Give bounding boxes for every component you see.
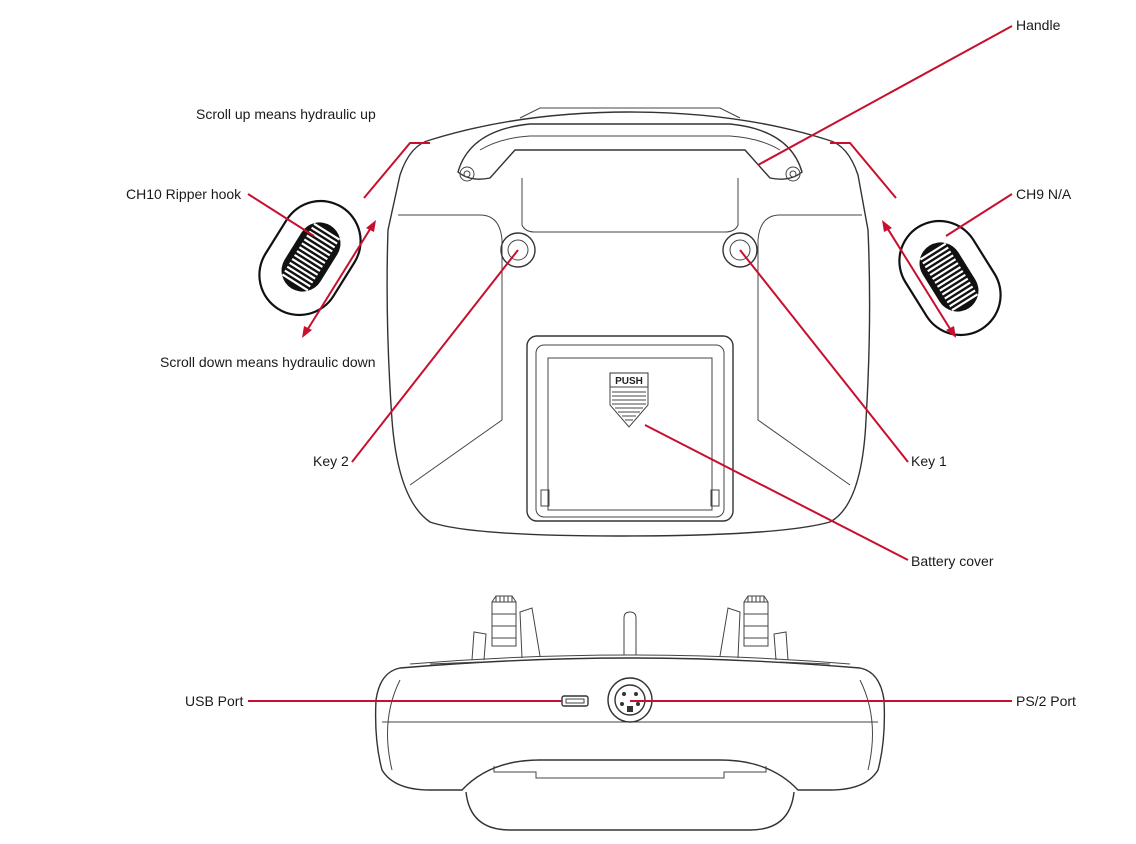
usb-port[interactable] [561, 695, 589, 707]
label-usb-port: USB Port [185, 693, 243, 709]
label-ch9: CH9 N/A [1016, 186, 1072, 202]
leader-key1 [739, 249, 909, 463]
label-key1: Key 1 [911, 453, 947, 469]
transmitter-back-view: PUSH [386, 107, 871, 537]
label-ch10: CH10 Ripper hook [126, 186, 242, 202]
label-key2: Key 2 [313, 453, 349, 469]
leader-handle [757, 25, 1013, 166]
leader-scroll-up [363, 142, 430, 199]
leader-right-top [830, 142, 897, 199]
scroll-direction-arrow-right [882, 220, 956, 338]
label-ps2-port: PS/2 Port [1016, 693, 1076, 709]
scroll-direction-arrow-left [302, 220, 376, 338]
label-scroll-down: Scroll down means hydraulic down [160, 354, 376, 370]
battery-cover[interactable]: PUSH [526, 335, 734, 522]
key-1[interactable] [722, 232, 758, 268]
transmitter-front-view [374, 595, 886, 831]
leader-ch10 [247, 193, 315, 237]
leader-ch9 [945, 193, 1013, 237]
ch10-scroll-wheel[interactable] [244, 186, 375, 330]
left-grip-contour [398, 214, 503, 486]
right-switch-knob[interactable] [743, 595, 769, 647]
left-switch-knob[interactable] [491, 595, 517, 647]
label-scroll-up: Scroll up means hydraulic up [196, 106, 376, 122]
key-2[interactable] [500, 232, 536, 268]
label-battery-cover: Battery cover [911, 553, 994, 569]
labels: Handle Scroll up means hydraulic up CH10… [126, 17, 1076, 709]
back-body-outline [386, 111, 871, 537]
label-handle: Handle [1016, 17, 1061, 33]
leader-lines [247, 25, 1013, 702]
push-label: PUSH [615, 376, 643, 387]
leader-key2 [351, 249, 519, 463]
handle [457, 123, 803, 182]
right-grip-contour [757, 214, 862, 486]
front-body-outline [374, 657, 886, 791]
leader-battery-cover [644, 424, 909, 561]
ch9-scroll-wheel[interactable] [884, 206, 1015, 350]
